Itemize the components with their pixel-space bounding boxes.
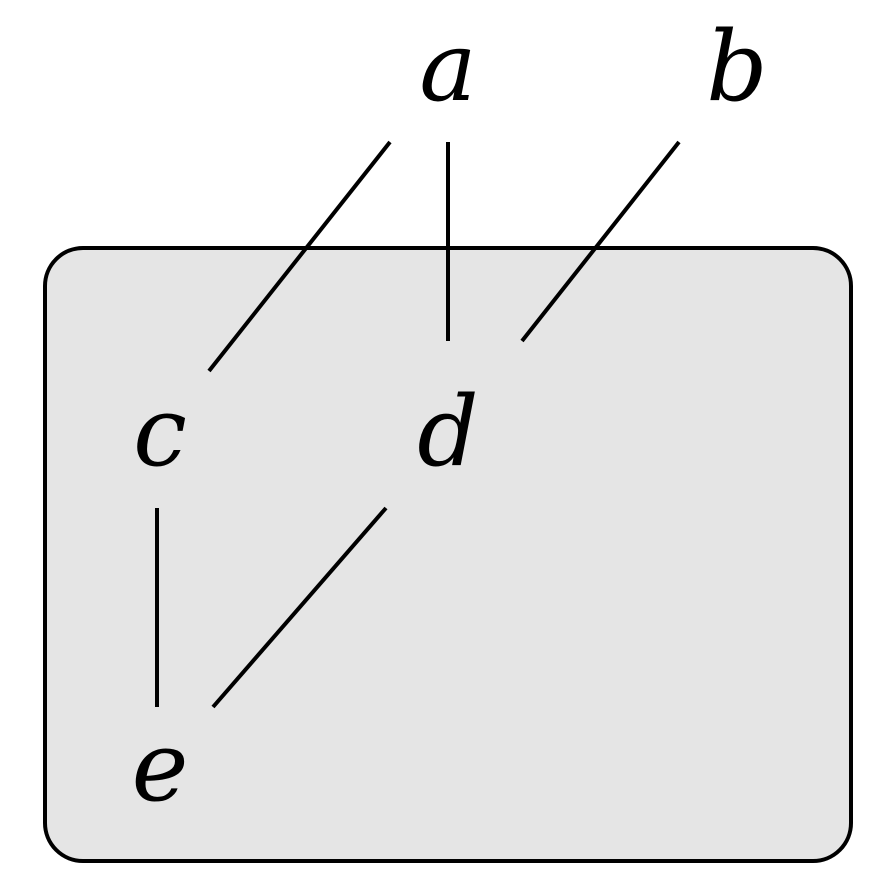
- node-c-label: c: [133, 376, 187, 488]
- node-b-label: b: [706, 11, 767, 123]
- edge-d-e: [211, 506, 388, 709]
- node-e-label: e: [132, 711, 189, 823]
- edge-a-c: [207, 140, 392, 373]
- edge-b-d: [520, 140, 681, 343]
- node-d-label: d: [417, 376, 478, 488]
- node-a-label: a: [419, 11, 476, 123]
